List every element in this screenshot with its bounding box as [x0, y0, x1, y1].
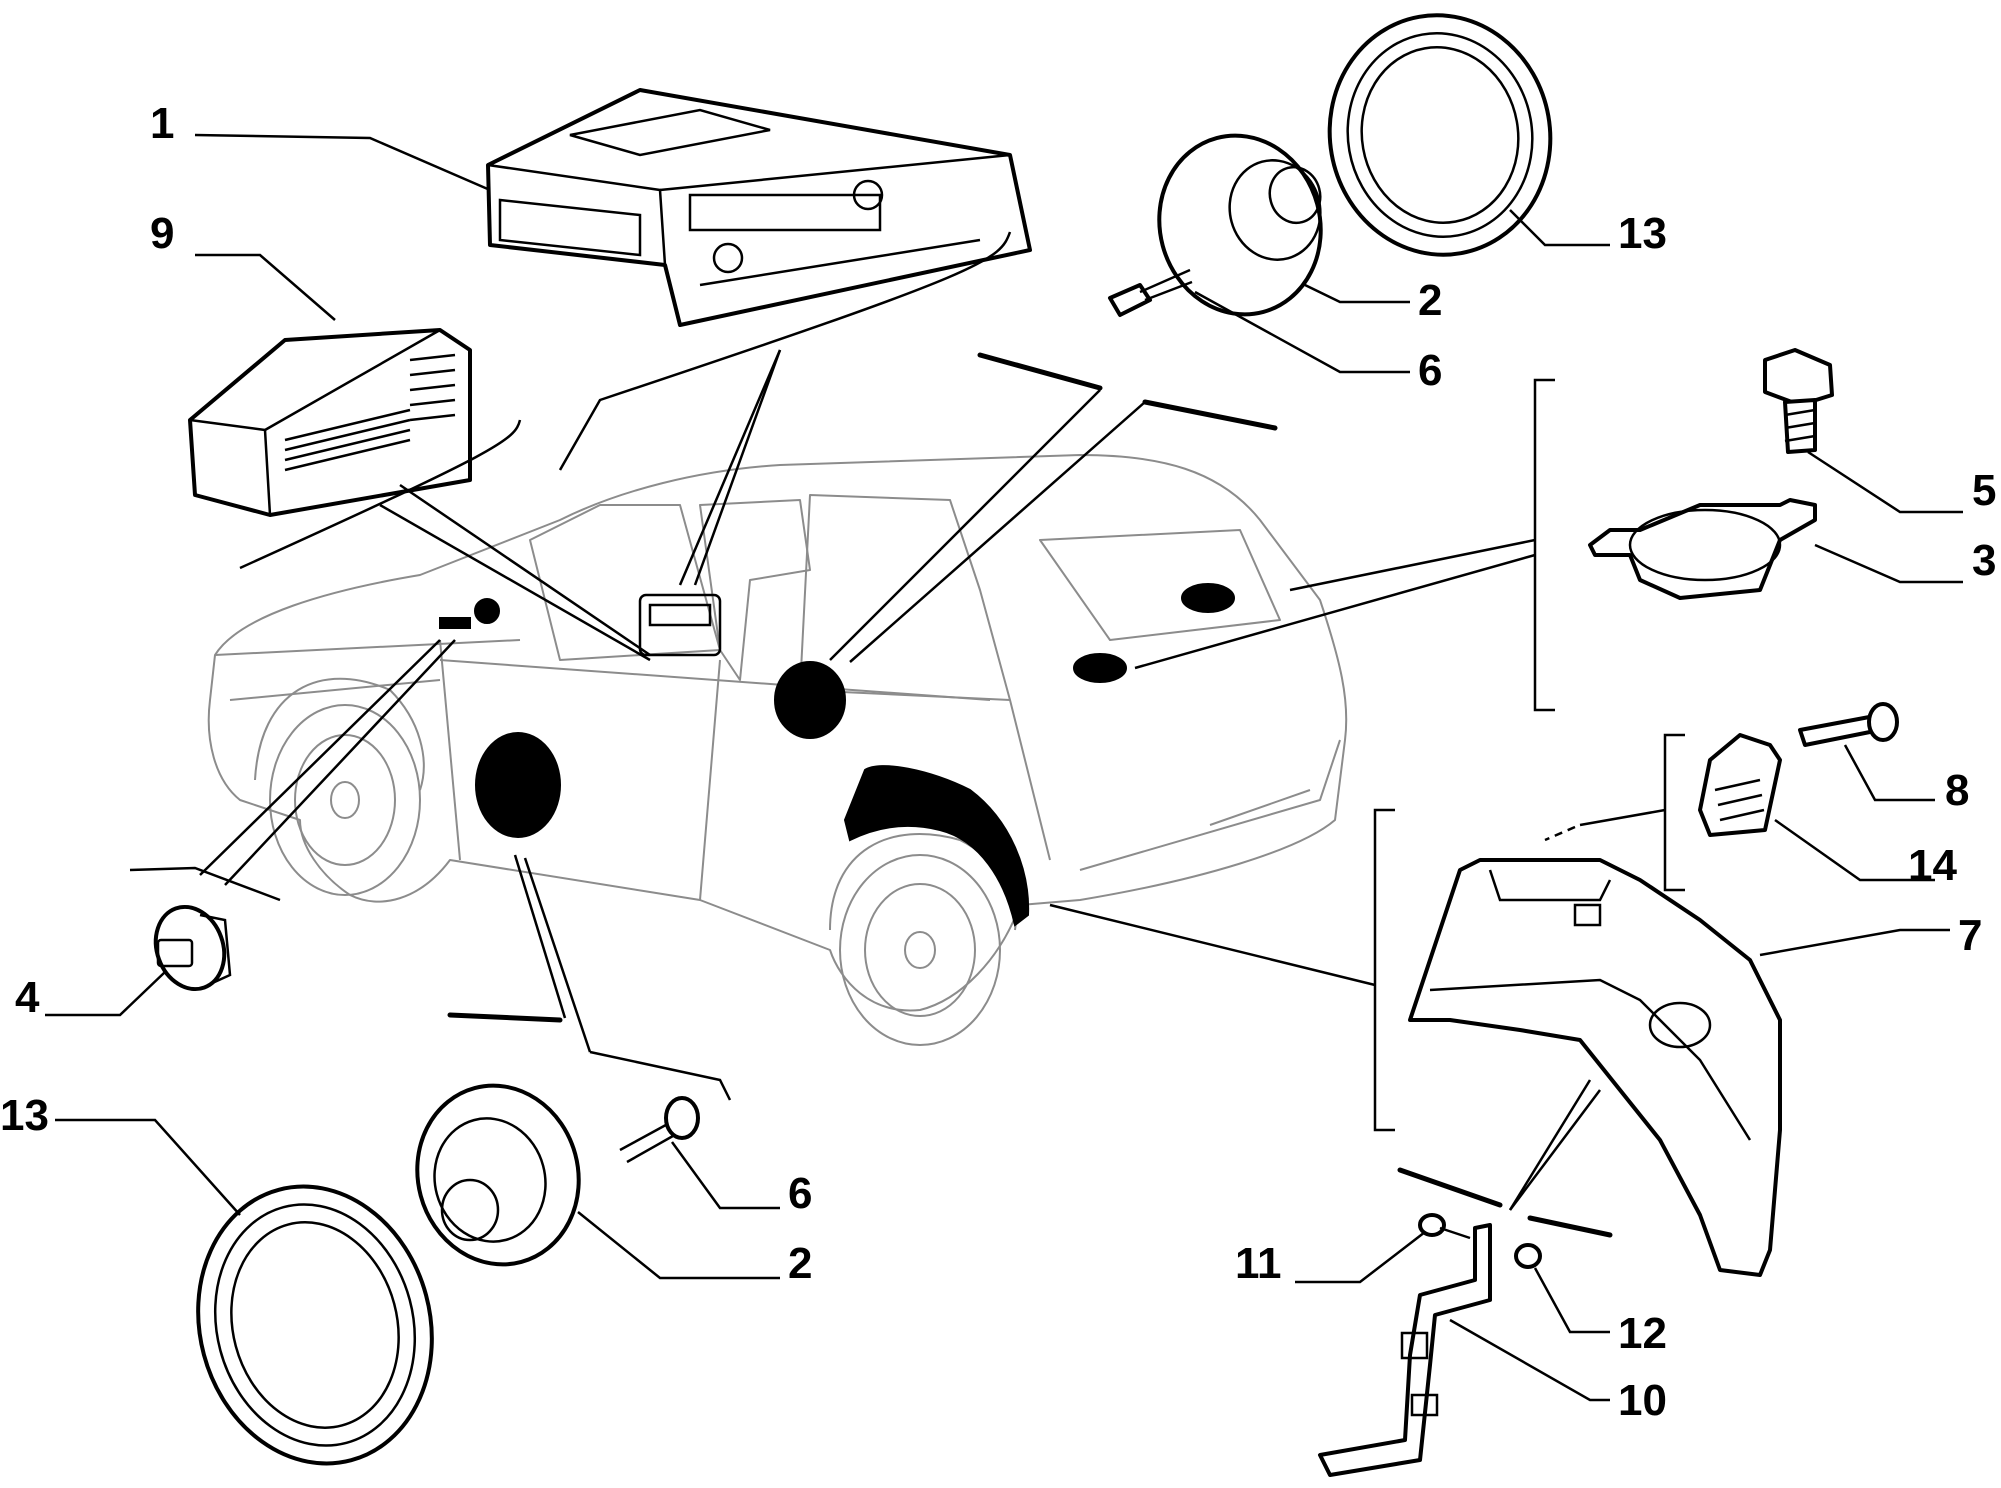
speaker-ring-top [1327, 13, 1553, 257]
callout-13-bottom: 13 [0, 1091, 49, 1140]
callout-7: 7 [1958, 911, 1982, 960]
callout-9: 9 [150, 209, 174, 258]
callout-labels: 1 9 13 2 6 5 3 8 14 7 4 13 6 2 11 12 10 [0, 99, 1996, 1425]
callout-11: 11 [1235, 1239, 1282, 1288]
speaker-bottom [415, 1083, 581, 1267]
screw-right [1798, 702, 1899, 747]
callout-3: 3 [1972, 536, 1996, 585]
speaker-top [1157, 133, 1323, 317]
car-illustration [207, 454, 1348, 1046]
callout-1: 1 [150, 99, 174, 148]
amplifier-box [188, 328, 472, 517]
clip [1698, 733, 1782, 837]
tweeter [1588, 498, 1817, 600]
callout-10: 10 [1618, 1376, 1667, 1425]
wheel-arch-liner-marker [843, 765, 1030, 927]
radio-unit [486, 88, 1032, 327]
speaker-marker-rear-door [475, 732, 561, 838]
tweeter-marker-left [1073, 653, 1127, 683]
speaker-ring-bottom [196, 1184, 434, 1466]
bolt [1763, 348, 1834, 454]
callout-6-top: 6 [1418, 346, 1442, 395]
speaker-marker-front-door [774, 661, 846, 739]
callout-2-bottom: 2 [788, 1239, 812, 1288]
wheel-arch-liner [1408, 858, 1782, 1277]
bracket-10 [1318, 1223, 1492, 1477]
callout-6-bottom: 6 [788, 1169, 812, 1218]
callout-13-top: 13 [1618, 209, 1667, 258]
screw-11 [1418, 1213, 1446, 1237]
antenna-base [153, 904, 232, 992]
callout-4: 4 [15, 973, 40, 1022]
pin-12 [1514, 1243, 1542, 1269]
callout-12: 12 [1618, 1309, 1667, 1358]
callout-2-top: 2 [1418, 276, 1442, 325]
leader-lines [45, 133, 1963, 1402]
callout-5: 5 [1972, 466, 1996, 515]
antenna-marker [439, 617, 471, 629]
tweeter-marker-right [1181, 583, 1235, 613]
screw-top [1108, 268, 1193, 317]
bracket-assembly [1318, 1213, 1542, 1477]
callout-8: 8 [1945, 766, 1969, 815]
callout-14: 14 [1908, 841, 1957, 890]
screw-bottom [619, 1096, 700, 1164]
